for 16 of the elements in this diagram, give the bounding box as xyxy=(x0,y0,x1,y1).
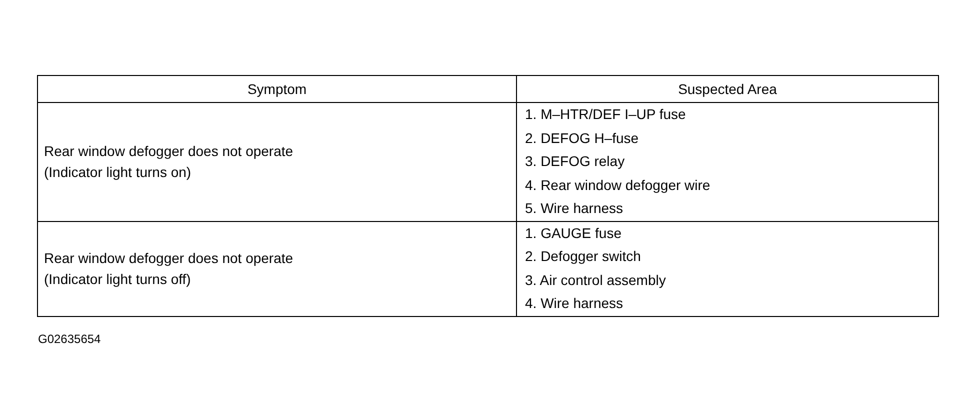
figure-code: G02635654 xyxy=(38,332,101,346)
suspected-area-item: 4. Rear window defogger wire xyxy=(525,176,712,195)
symptom-text: Rear window defogger does not operate xyxy=(44,248,294,268)
suspected-area-item: 3. DEFOG relay xyxy=(525,152,626,171)
suspected-area-item: 2. Defogger switch xyxy=(525,247,642,266)
symptom-text: (Indicator light turns off) xyxy=(44,270,192,289)
suspected-area-item: 1. GAUGE fuse xyxy=(525,224,622,242)
suspected-area-item: 2. DEFOG H–fuse xyxy=(525,128,640,148)
suspected-area-item: 3. Air control assembly xyxy=(525,270,667,290)
symptom-text: (Indicator light turns on) xyxy=(44,162,192,182)
column-header: Symptom xyxy=(38,76,516,102)
column-header: Suspected Area xyxy=(516,76,938,102)
suspected-area-item: 1. M–HTR/DEF I–UP fuse xyxy=(525,105,687,124)
symptom-text: Rear window defogger does not operate xyxy=(44,142,294,161)
suspected-area-item: 4. Wire harness xyxy=(525,294,624,313)
suspected-area-item: 5. Wire harness xyxy=(525,199,624,218)
